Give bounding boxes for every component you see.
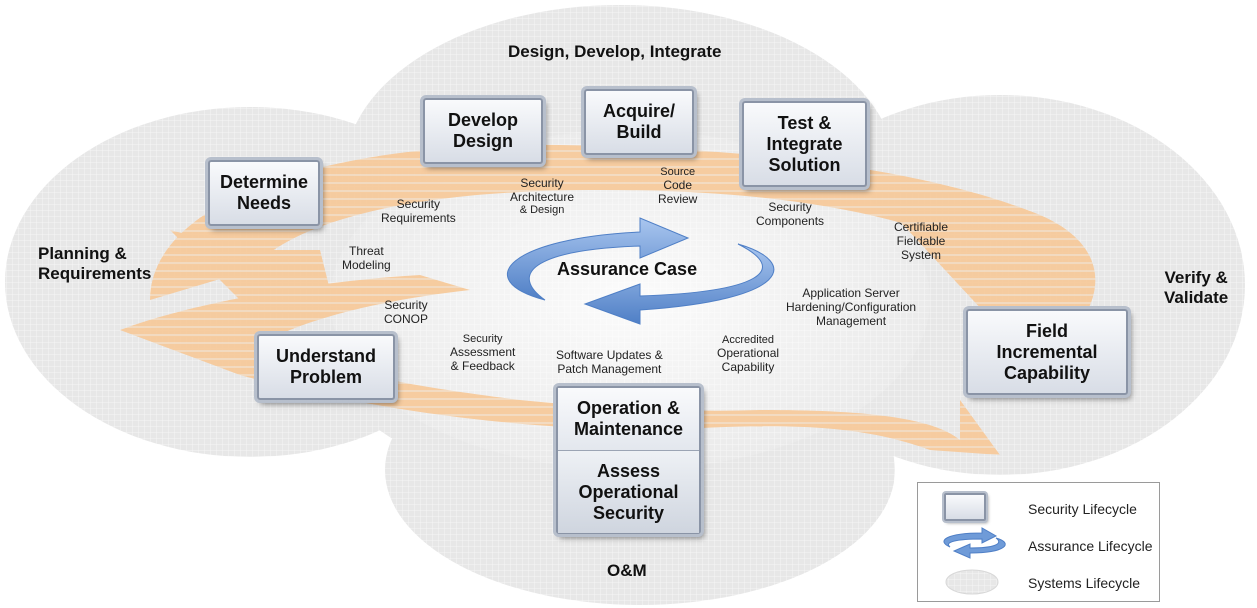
note-certifiable-system: Certifiable Fieldable System xyxy=(894,220,948,262)
step-assess-line1: Assess xyxy=(596,460,661,481)
note-source-line2: Code xyxy=(663,178,693,192)
legend-assurance-lifecycle-label: Assurance Lifecycle xyxy=(1028,538,1153,554)
note-accredited-line3: Capability xyxy=(721,360,775,374)
step-acquire-build: Acquire/ Build xyxy=(584,89,694,155)
phase-verify-line1: Verify & xyxy=(1164,268,1228,287)
note-accredited-capability: Accredited Operational Capability xyxy=(717,334,779,374)
note-app-line2: Hardening/Configuration xyxy=(786,300,917,314)
step-field-line2: Incremental xyxy=(996,341,1098,362)
band-upper xyxy=(150,144,1096,345)
note-source-line1: Source xyxy=(660,166,696,178)
note-security-components: Security Components xyxy=(756,200,824,228)
phase-planning-line1: Planning & xyxy=(38,244,127,263)
legend-systems-lifecycle-label: Systems Lifecycle xyxy=(1028,575,1141,591)
step-assess-line2: Operational xyxy=(578,481,679,502)
legend-security-lifecycle-swatch xyxy=(944,493,986,521)
legend: Security Lifecycle Assurance Lifecycle S… xyxy=(917,482,1160,602)
step-test-integrate-line2: Integrate xyxy=(766,133,843,154)
note-source-code-review: Source Code Review xyxy=(658,166,697,206)
assurance-arrow-top xyxy=(506,217,690,301)
note-sw-line2: Patch Management xyxy=(557,362,662,376)
note-sec-comp-line1: Security xyxy=(768,200,812,214)
note-sec-req-line2: Requirements xyxy=(381,211,456,225)
legend-systems-lifecycle-swatch xyxy=(945,569,999,595)
step-assess-operational-security: Assess Operational Security xyxy=(558,450,699,533)
assurance-case-label: Assurance Case xyxy=(557,259,698,279)
note-sec-req-line1: Security xyxy=(396,197,441,211)
note-threat-line1: Threat xyxy=(349,244,384,258)
note-sec-arch-line3: & Design xyxy=(519,204,565,216)
note-sec-arch-line2: Architecture xyxy=(510,190,575,204)
note-assess-line1: Security xyxy=(462,333,503,345)
step-field-line1: Field xyxy=(1025,320,1068,341)
note-security-assessment: Security Assessment & Feedback xyxy=(450,333,515,373)
step-develop-design-line1: Develop xyxy=(447,110,519,130)
step-determine-needs-line1: Determine xyxy=(219,172,309,192)
phase-verify-line2: Validate xyxy=(1164,288,1229,307)
note-threat-modeling: Threat Modeling xyxy=(342,244,391,272)
step-understand-line1: Understand xyxy=(275,346,376,366)
note-accredited-line1: Accredited xyxy=(722,334,775,346)
step-test-integrate-line3: Solution xyxy=(768,154,841,175)
assurance-arrow-bottom xyxy=(583,243,775,325)
phase-design-develop-integrate: Design, Develop, Integrate xyxy=(508,42,722,61)
phase-verify-validate: Verify & Validate xyxy=(1164,268,1228,308)
step-test-integrate-solution: Test & Integrate Solution xyxy=(742,101,867,187)
note-sec-arch-line1: Security xyxy=(520,176,564,190)
note-source-line3: Review xyxy=(658,192,698,206)
note-app-line3: Management xyxy=(816,314,887,328)
step-determine-needs: Determine Needs xyxy=(208,160,320,226)
step-develop-design-line2: Design xyxy=(452,131,513,151)
note-assess-line2: Assessment xyxy=(450,345,516,359)
note-cert-line3: System xyxy=(901,248,942,262)
assurance-arrows xyxy=(506,217,775,325)
step-operation-line2: Maintenance xyxy=(573,419,684,439)
note-app-line1: Application Server xyxy=(802,286,900,300)
step-acquire-build-line2: Build xyxy=(616,122,662,142)
note-accredited-line2: Operational xyxy=(717,346,780,360)
step-operation-maintenance: Operation & Maintenance xyxy=(558,388,699,450)
step-operation-maintenance-box: Operation & Maintenance Assess Operation… xyxy=(556,386,701,534)
note-security-architecture: Security Architecture & Design xyxy=(510,176,574,216)
legend-assurance-lifecycle-swatch xyxy=(943,527,1006,559)
step-field-line3: Capability xyxy=(1003,362,1091,383)
note-security-conop: Security CONOP xyxy=(384,298,428,326)
step-understand-problem: Understand Problem xyxy=(257,334,395,400)
note-threat-line2: Modeling xyxy=(342,258,391,272)
step-field-incremental-capability: Field Incremental Capability xyxy=(966,309,1128,395)
phase-planning-line2: Requirements xyxy=(38,264,152,283)
note-cert-line2: Fieldable xyxy=(896,234,946,248)
note-app-server-hardening: Application Server Hardening/Configurati… xyxy=(786,286,916,328)
note-conop-line1: Security xyxy=(384,298,428,312)
note-software-updates: Software Updates & Patch Management xyxy=(556,348,663,376)
band-left-tip xyxy=(170,230,330,300)
note-security-requirements: Security Requirements xyxy=(381,197,456,225)
step-acquire-build-line1: Acquire/ xyxy=(602,101,676,121)
note-sec-comp-line2: Components xyxy=(756,214,825,228)
note-assess-line3: & Feedback xyxy=(450,359,515,373)
phase-planning-requirements: Planning & Requirements xyxy=(38,244,151,284)
step-develop-design: Develop Design xyxy=(423,98,543,164)
legend-security-lifecycle-label: Security Lifecycle xyxy=(1028,501,1137,517)
step-determine-needs-line2: Needs xyxy=(236,193,292,213)
note-conop-line2: CONOP xyxy=(384,312,429,326)
step-understand-line2: Problem xyxy=(289,367,363,387)
step-assess-line3: Security xyxy=(592,502,665,523)
note-cert-line1: Certifiable xyxy=(894,220,949,234)
phase-om: O&M xyxy=(607,561,647,580)
note-sw-line1: Software Updates & xyxy=(556,348,663,362)
step-operation-line1: Operation & xyxy=(576,398,680,418)
step-test-integrate-line1: Test & xyxy=(777,112,832,133)
